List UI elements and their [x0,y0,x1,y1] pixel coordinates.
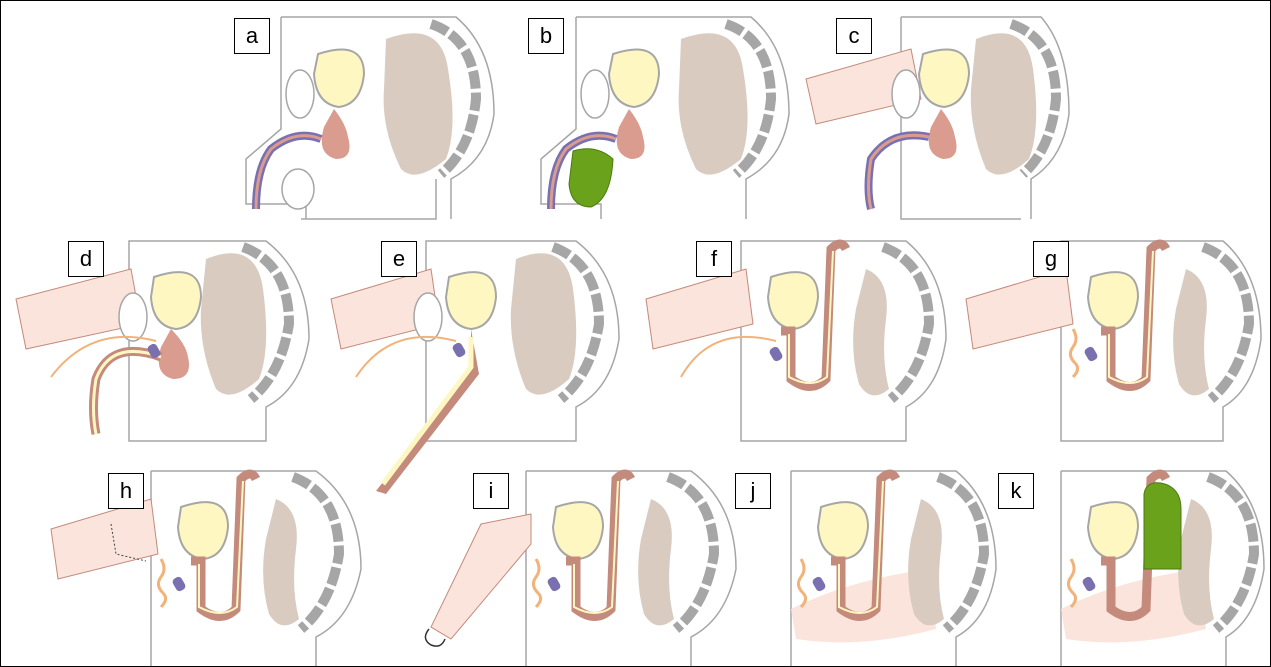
panel-f: f [641,229,951,444]
panel-label: e [381,241,417,277]
panel-label: d [68,241,104,277]
panel-a-anatomy [236,9,496,219]
panel-b-anatomy [531,9,791,219]
panel-a: a [236,9,496,219]
panel-label: f [696,241,732,277]
panel-label: k [998,473,1034,509]
panel-i: i [421,459,741,667]
panel-h: h [46,459,366,667]
panel-h-anatomy [46,459,366,667]
panel-label: c [836,18,872,54]
panel-f-anatomy [641,229,951,444]
panel-d: d [11,229,311,444]
panel-j: j [761,459,1001,667]
panel-g: g [961,229,1266,444]
panel-label: i [473,473,509,509]
panel-k-anatomy [1036,459,1266,667]
panel-d-anatomy [11,229,311,444]
panel-label: a [234,18,270,54]
panel-label: h [108,473,144,509]
panel-label: j [735,473,771,509]
panel-j-anatomy [761,459,1001,667]
panel-label: g [1033,241,1069,277]
panel-b: b [531,9,791,219]
panel-c: c [801,9,1071,219]
panel-g-anatomy [961,229,1266,444]
panel-k: k [1036,459,1266,667]
panel-label: b [528,18,564,54]
panel-i-anatomy [421,459,741,667]
